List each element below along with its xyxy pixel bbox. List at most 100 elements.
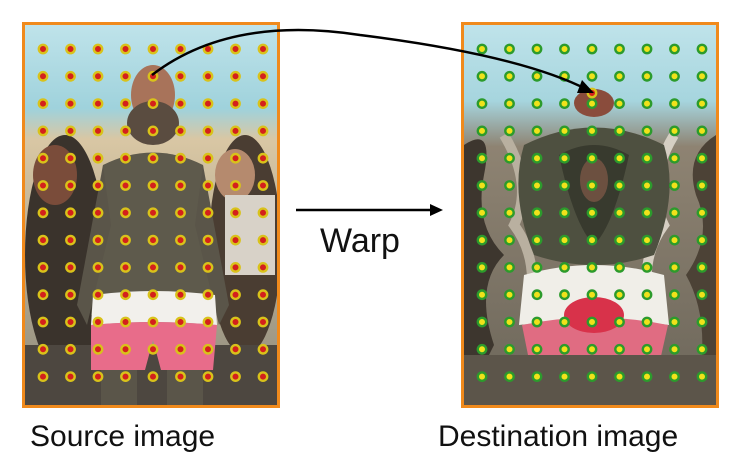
destination-grid-point [559, 180, 570, 191]
source-grid-point [230, 343, 241, 355]
source-grid-point [230, 152, 241, 164]
source-grid-point [92, 289, 104, 301]
destination-grid-point [531, 152, 543, 164]
source-grid-point [37, 343, 49, 355]
source-grid-point [120, 98, 131, 110]
source-grid-point [120, 316, 131, 328]
destination-grid-point [641, 207, 653, 219]
source-grid-point [120, 371, 131, 382]
source-grid-point [230, 261, 241, 273]
destination-grid-point [559, 152, 570, 164]
destination-grid-point [531, 371, 543, 382]
destination-grid-point [696, 43, 708, 55]
source-grid-point [202, 152, 214, 164]
source-grid-point [202, 343, 214, 355]
destination-grid-point [641, 43, 653, 55]
source-grid-point [92, 70, 104, 82]
source-grid-point [147, 70, 159, 82]
source-grid-point [120, 261, 131, 273]
destination-grid-point [641, 125, 653, 137]
source-grid-point [230, 207, 241, 219]
source-grid-point [175, 343, 186, 355]
destination-grid-point [531, 98, 543, 110]
source-grid-point [257, 152, 269, 164]
destination-grid-point [669, 261, 680, 273]
destination-grid-point [586, 98, 598, 110]
source-grid-point [120, 152, 131, 164]
source-grid-point [37, 125, 49, 137]
destination-grid-point [476, 180, 488, 191]
destination-grid-point [559, 43, 570, 55]
source-caption: Source image [30, 420, 216, 453]
destination-grid-point [696, 125, 708, 137]
source-grid-point [202, 125, 214, 137]
destination-grid-point [504, 43, 515, 55]
source-grid-point [257, 316, 269, 328]
destination-grid-point [531, 343, 543, 355]
source-grid-point [147, 371, 159, 382]
destination-grid-point [504, 98, 515, 110]
destination-grid-point [614, 70, 625, 82]
source-grid-point [257, 261, 269, 273]
destination-grid-point [504, 207, 515, 219]
source-grid-point [120, 234, 131, 246]
destination-grid-point [531, 316, 543, 328]
destination-grid-point [476, 234, 488, 246]
source-grid-point [175, 261, 186, 273]
destination-grid-point [669, 152, 680, 164]
destination-image [461, 22, 719, 408]
destination-grid-point [504, 152, 515, 164]
source-grid-point [37, 207, 49, 219]
destination-grid-point [559, 125, 570, 137]
source-grid-point [65, 43, 76, 55]
destination-grid-point [559, 70, 570, 82]
source-grid-point [230, 289, 241, 301]
source-grid-point [92, 152, 104, 164]
source-grid-point [65, 180, 76, 191]
source-grid-point [65, 207, 76, 219]
destination-grid-point [614, 98, 625, 110]
destination-grid-point [641, 98, 653, 110]
destination-grid-point [669, 289, 680, 301]
source-grid-point [147, 43, 159, 55]
destination-grid-point [504, 234, 515, 246]
destination-grid-point [586, 261, 598, 273]
destination-grid-point [641, 316, 653, 328]
destination-grid-point [696, 180, 708, 191]
destination-grid-point [586, 316, 598, 328]
source-grid-point [202, 207, 214, 219]
destination-grid-point [531, 70, 543, 82]
source-grid-point [147, 316, 159, 328]
source-grid-point [230, 125, 241, 137]
destination-grid-point [559, 371, 570, 382]
destination-grid-point [641, 261, 653, 273]
destination-grid-point [476, 70, 488, 82]
source-grid-point [175, 98, 186, 110]
source-grid-point [92, 43, 104, 55]
source-grid-point [120, 125, 131, 137]
destination-grid-point [586, 152, 598, 164]
destination-grid-point [696, 289, 708, 301]
destination-grid-point [586, 207, 598, 219]
destination-grid-point [586, 180, 598, 191]
source-grid-point [37, 234, 49, 246]
warped-point [586, 87, 598, 99]
destination-grid-point [531, 125, 543, 137]
source-grid-points [37, 43, 269, 382]
source-grid-point [175, 180, 186, 191]
source-grid-point [257, 125, 269, 137]
source-grid-point [230, 234, 241, 246]
destination-grid-point [559, 261, 570, 273]
destination-grid-point [696, 152, 708, 164]
source-grid-point [257, 180, 269, 191]
destination-grid-point [559, 289, 570, 301]
destination-grid-point [669, 98, 680, 110]
destination-grid-point [504, 289, 515, 301]
destination-grid-point [669, 316, 680, 328]
destination-grid-point [586, 289, 598, 301]
destination-grid-point [669, 43, 680, 55]
source-grid-point [257, 98, 269, 110]
source-grid-point [175, 234, 186, 246]
source-grid-point [257, 70, 269, 82]
source-grid-point [202, 316, 214, 328]
